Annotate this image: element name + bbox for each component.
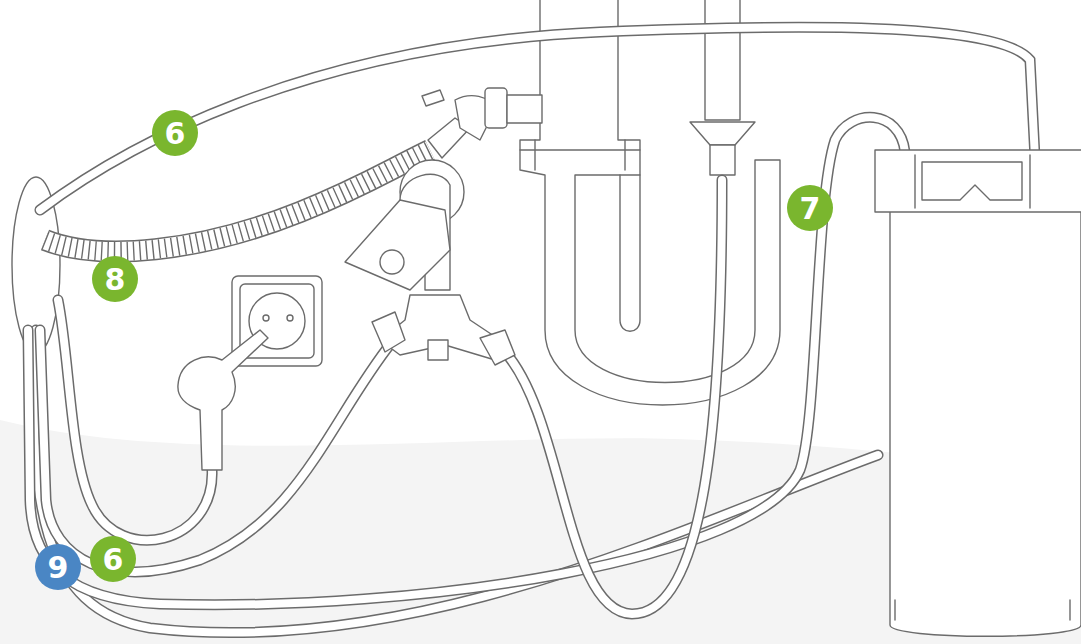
callout-circle: 6 [152, 110, 198, 156]
siphon [520, 0, 780, 405]
socket-plug [178, 276, 322, 470]
angle-valve [345, 160, 515, 365]
callout-circle: 7 [787, 185, 833, 231]
callout-circle: 8 [92, 256, 138, 302]
callout-circle: 9 [35, 544, 81, 590]
callout-number: 7 [787, 185, 833, 231]
corrugated-hose [45, 88, 542, 251]
callout-circle: 6 [90, 536, 136, 582]
callout-number: 6 [90, 536, 136, 582]
filter-canister [875, 150, 1081, 636]
callout-number: 8 [92, 256, 138, 302]
callout-number: 6 [152, 110, 198, 156]
tubes [28, 27, 1035, 632]
callout-number: 9 [35, 544, 81, 590]
